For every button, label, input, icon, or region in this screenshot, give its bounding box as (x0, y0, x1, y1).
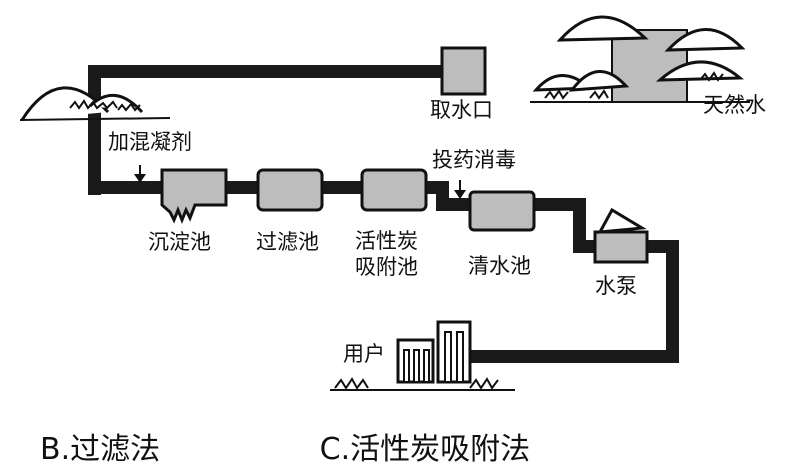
label-carbon-line2: 吸附池 (355, 255, 418, 279)
sedimentation-tank (160, 168, 228, 225)
option-b: B.过滤法 (40, 432, 161, 467)
pump-icon (593, 207, 649, 264)
add-coagulant-arrow (134, 165, 146, 183)
clear-water-tank (468, 190, 536, 232)
pipe-left-down (88, 65, 101, 195)
label-pump: 水泵 (595, 274, 637, 298)
label-dosing: 投药消毒 (432, 148, 516, 172)
pipe-top-segment (88, 65, 443, 78)
label-user: 用户 (343, 342, 385, 366)
label-natural-water: 天然水 (703, 93, 766, 117)
answer-options-partial: B.过滤法 C.活性炭吸附法 (40, 424, 680, 468)
label-clear-water: 清水池 (468, 254, 531, 278)
label-intake: 取水口 (430, 98, 493, 122)
option-c: C.活性炭吸附法 (319, 432, 531, 467)
filtration-tank (256, 168, 324, 212)
label-filtration: 过滤池 (256, 230, 319, 254)
label-add-coagulant: 加混凝剂 (108, 130, 192, 154)
intake-box (440, 46, 487, 96)
water-treatment-diagram: 取水口 天然水 加混凝剂 投药消毒 沉淀池 过滤池 活性炭 吸附池 清水池 水泵… (19, 15, 766, 467)
label-activated-carbon: 活性炭 吸附池 (355, 228, 418, 280)
label-carbon-line1: 活性炭 (355, 229, 418, 253)
left-tree-icon (19, 86, 171, 121)
pipe-to-user (470, 350, 679, 363)
diagram-svg (19, 15, 750, 391)
activated-carbon-tank (360, 168, 428, 212)
dosing-arrow (454, 180, 466, 199)
label-sedimentation: 沉淀池 (148, 230, 211, 254)
natural-water-scene (530, 15, 750, 103)
user-buildings (330, 320, 515, 391)
pipe-pump-down (573, 198, 586, 248)
pipe-right-down (666, 240, 679, 362)
pipe-step-down (436, 181, 449, 203)
